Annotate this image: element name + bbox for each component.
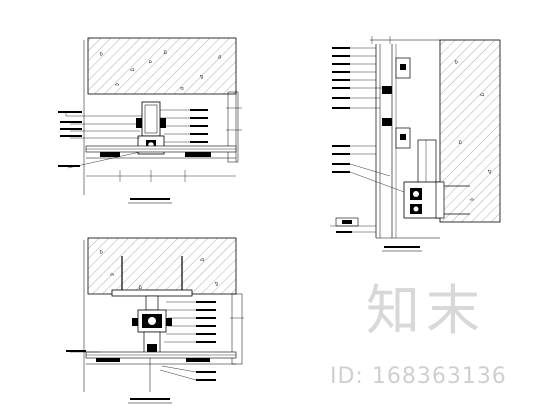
concrete-wall-3 xyxy=(439,39,501,223)
detail-2-title xyxy=(130,398,170,400)
detail-2-horizontal-section xyxy=(66,237,244,404)
detail-1-title xyxy=(130,198,170,200)
detail-3-title xyxy=(384,246,420,248)
leaders-2 xyxy=(70,301,197,381)
detail-3-vertical-section xyxy=(330,36,501,252)
embed-plate-2 xyxy=(111,289,193,297)
aggregate-marks-1 xyxy=(99,49,222,91)
leaders-1-right xyxy=(160,109,190,143)
concrete-slab-2 xyxy=(87,237,237,295)
aggregate-marks-3 xyxy=(454,59,492,201)
mullion-1 xyxy=(141,101,161,137)
watermark-logo: 知末 xyxy=(366,279,486,342)
leader-text-2 xyxy=(66,301,216,381)
detail-1-horizontal-section xyxy=(58,37,242,204)
leaders-3 xyxy=(349,47,405,233)
watermark-id: ID: 168363136 xyxy=(330,364,507,389)
leaders-1-left xyxy=(65,112,142,169)
leader-text-3 xyxy=(332,47,352,233)
aggregate-marks-2 xyxy=(99,249,219,290)
leader-text-1-left xyxy=(58,111,82,167)
concrete-slab-1 xyxy=(87,37,237,95)
leader-text-1-right xyxy=(190,109,208,143)
